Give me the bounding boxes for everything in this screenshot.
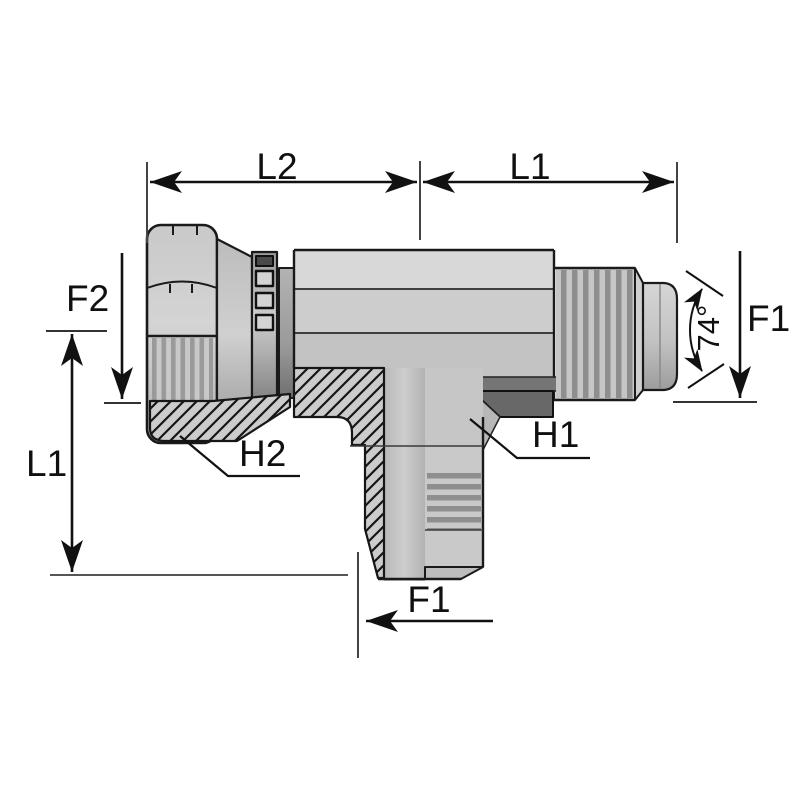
- label-f1-bottom: F1: [407, 579, 450, 620]
- branch-shoulder: [425, 368, 483, 448]
- body-band-top: [294, 250, 554, 289]
- flare-tangent-bottom: [687, 363, 725, 389]
- label-f1-right: F1: [747, 298, 790, 339]
- collar-notch: [255, 255, 274, 267]
- angle-arc-74: [683, 288, 703, 372]
- branch-threads: [427, 468, 481, 530]
- collar-notch: [254, 291, 275, 310]
- nut-witness-marks: [169, 226, 198, 293]
- collar-notch: [254, 313, 275, 332]
- collar-notch: [254, 269, 275, 288]
- label-h2: H2: [239, 433, 286, 474]
- label-l1-left: L1: [26, 443, 67, 484]
- nut-flat-divider: [146, 280, 218, 289]
- flare-tangent-top: [685, 270, 724, 297]
- label-h1: H1: [532, 414, 579, 455]
- leader-h1: [469, 418, 590, 460]
- jic-chamfer: [634, 267, 644, 401]
- nut-hatch-section: [148, 392, 292, 443]
- spacer-ring: [278, 267, 295, 399]
- label-f2: F2: [66, 278, 109, 319]
- branch-wall-section: [292, 366, 386, 580]
- fitting-part: [145, 223, 679, 581]
- branch-nose-chamfer: [424, 566, 484, 580]
- leader-h2: [179, 435, 300, 478]
- label-l1-top: L1: [509, 146, 550, 187]
- body-band-mid: [294, 289, 554, 333]
- label-l2: L2: [256, 146, 297, 187]
- label-74-degrees: 74°: [691, 305, 726, 352]
- jic-threads: [558, 270, 633, 398]
- dimension-layer: L2 L1 F2 L1 H2 H1 F1 F1 74°: [26, 146, 790, 658]
- branch-bore: [384, 368, 425, 581]
- nut-thread-section: [152, 338, 213, 400]
